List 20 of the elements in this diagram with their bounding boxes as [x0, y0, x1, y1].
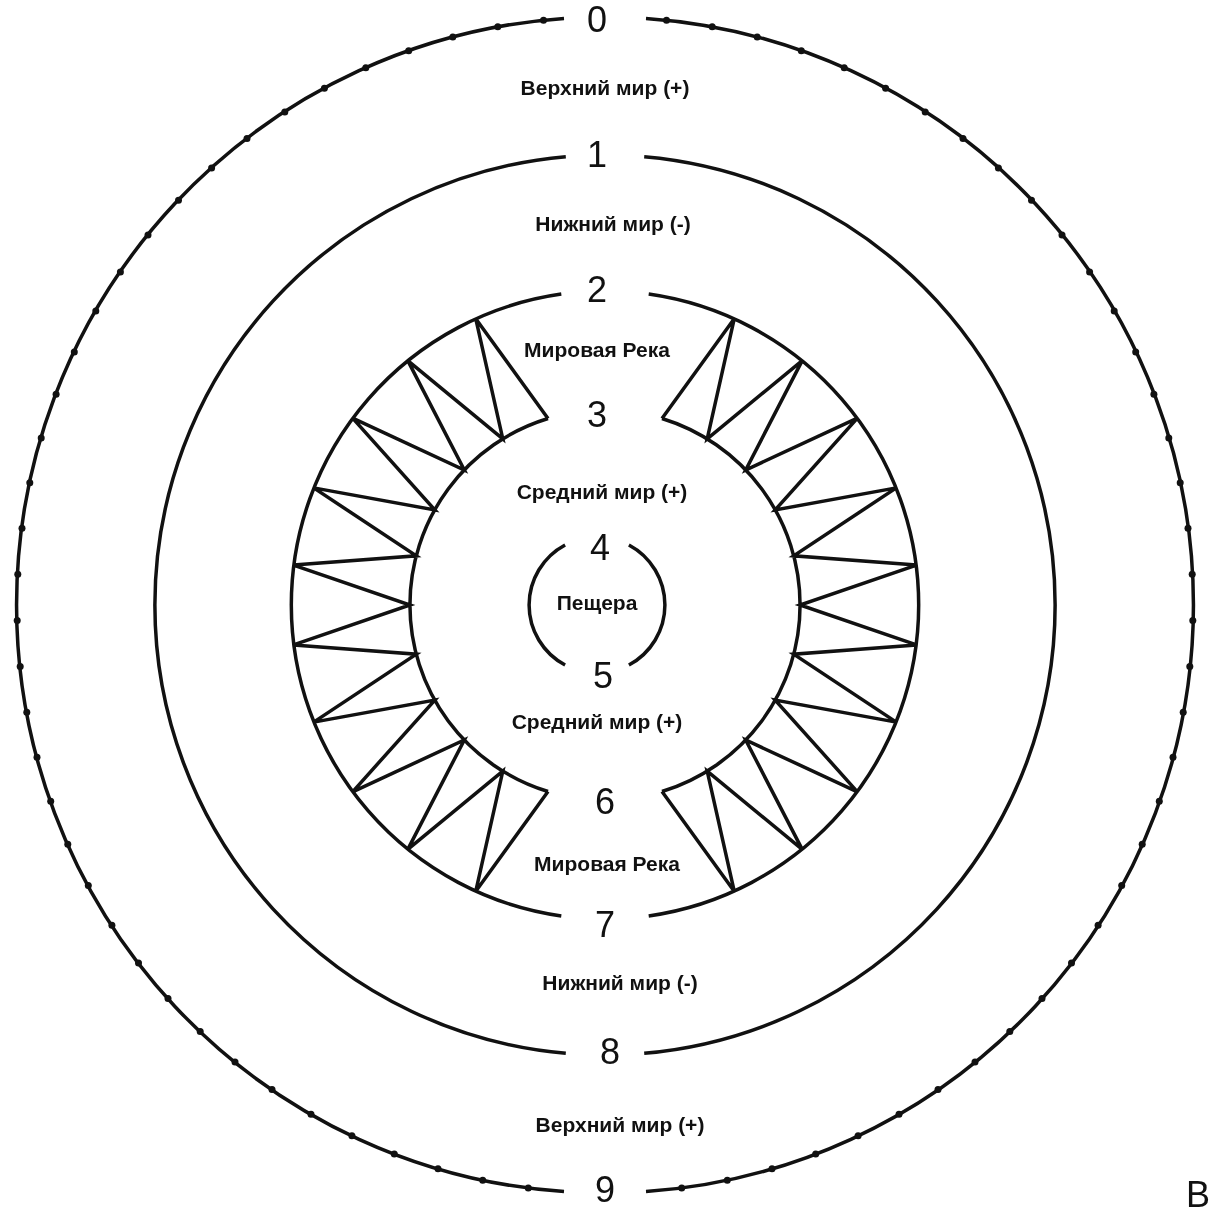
zone-label: Нижний мир (-) [535, 212, 691, 236]
zone-label: Верхний мир (+) [535, 1113, 705, 1137]
zone-label: Мировая Река [523, 337, 671, 364]
zone-label: Средний мир (+) [516, 480, 688, 504]
ring-number: 1 [587, 134, 607, 176]
zone-label: Пещера [556, 591, 638, 615]
zone-label: Верхний мир (+) [520, 76, 690, 100]
ring-number: 2 [587, 269, 607, 311]
ring-number: 7 [595, 904, 615, 946]
panel-letter: B [1186, 1174, 1210, 1216]
ring-number: 5 [593, 655, 613, 697]
ring-number: 8 [600, 1031, 620, 1073]
zone-label: Нижний мир (-) [542, 971, 698, 995]
ring-number: 0 [587, 0, 607, 41]
zone-label: Средний мир (+) [511, 710, 683, 734]
zone-label: Мировая Река [533, 851, 681, 878]
ring-number: 9 [595, 1169, 615, 1211]
ring-number: 4 [590, 527, 610, 569]
ring-number: 6 [595, 781, 615, 823]
ring-number: 3 [587, 394, 607, 436]
